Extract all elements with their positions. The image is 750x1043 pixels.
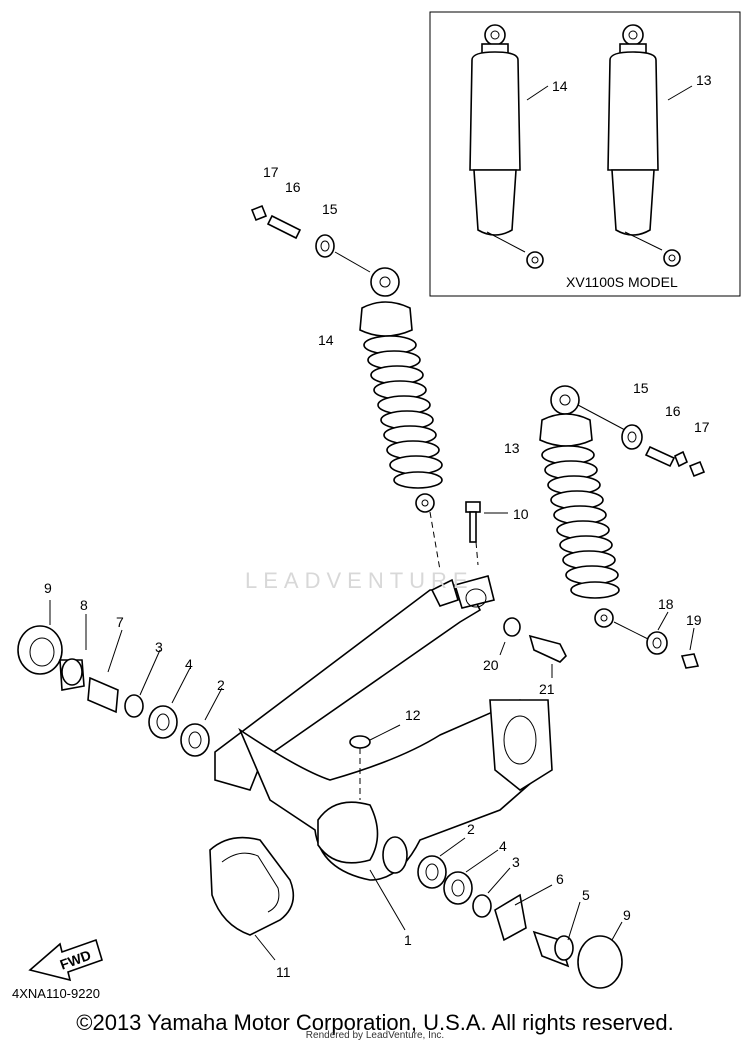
callout-15-right: 15 xyxy=(633,380,649,396)
swingarm-1 xyxy=(214,575,553,931)
callout-7: 7 xyxy=(116,614,124,630)
callout-9-right: 9 xyxy=(623,907,631,923)
callouts: 17 16 15 14 15 16 17 13 10 9 8 7 3 4 2 1… xyxy=(44,164,710,980)
callout-9-left: 9 xyxy=(44,580,52,596)
callout-21: 21 xyxy=(539,681,555,697)
callout-11: 11 xyxy=(276,964,291,980)
callout-16: 16 xyxy=(285,179,301,195)
callout-1: 1 xyxy=(404,932,412,948)
left-shock-14 xyxy=(359,267,443,571)
callout-19: 19 xyxy=(686,612,702,628)
inset-shock-14 xyxy=(469,24,544,269)
left-pivot-hardware xyxy=(17,600,223,757)
copyright: ©2013 Yamaha Motor Corporation, U.S.A. A… xyxy=(76,1010,674,1035)
right-upper-hardware xyxy=(621,424,706,478)
callout-12: 12 xyxy=(405,707,421,723)
callout-17-right: 17 xyxy=(694,419,710,435)
callout-5: 5 xyxy=(582,887,590,903)
callout-4-left: 4 xyxy=(185,656,193,672)
right-lower-hardware xyxy=(499,611,700,678)
callout-10: 10 xyxy=(513,506,529,522)
bolt-10 xyxy=(465,501,508,566)
callout-6: 6 xyxy=(556,871,564,887)
fwd-arrow-icon: FWD xyxy=(28,938,103,982)
callout-16-right: 16 xyxy=(665,403,681,419)
inset-callout-14: 14 xyxy=(552,78,568,94)
callout-4-right: 4 xyxy=(499,838,507,854)
inset-shock-13 xyxy=(607,24,681,267)
left-upper-hardware xyxy=(250,204,371,273)
doc-number: 4XNA110-9220 xyxy=(12,986,100,1001)
callout-17: 17 xyxy=(263,164,279,180)
watermark: LEADVENTURE xyxy=(245,568,474,593)
callout-14: 14 xyxy=(318,332,334,348)
callout-20: 20 xyxy=(483,657,499,673)
callout-3-right: 3 xyxy=(512,854,520,870)
callout-2-right: 2 xyxy=(467,821,475,837)
rendered-by: Rendered by LeadVenture, Inc. xyxy=(305,1030,445,1041)
callout-2-left: 2 xyxy=(217,677,225,693)
callout-18: 18 xyxy=(658,596,674,612)
inset-panel: 14 13 XV1100S MODEL xyxy=(429,11,741,297)
callout-15: 15 xyxy=(322,201,338,217)
right-shock-13 xyxy=(539,385,651,641)
right-pivot-hardware xyxy=(417,837,623,989)
callout-13: 13 xyxy=(504,440,520,456)
callout-3-left: 3 xyxy=(155,639,163,655)
model-label: XV1100S MODEL xyxy=(566,274,678,290)
callout-8: 8 xyxy=(80,597,88,613)
chain-guard-11 xyxy=(209,836,295,961)
inset-callout-13: 13 xyxy=(696,72,712,88)
